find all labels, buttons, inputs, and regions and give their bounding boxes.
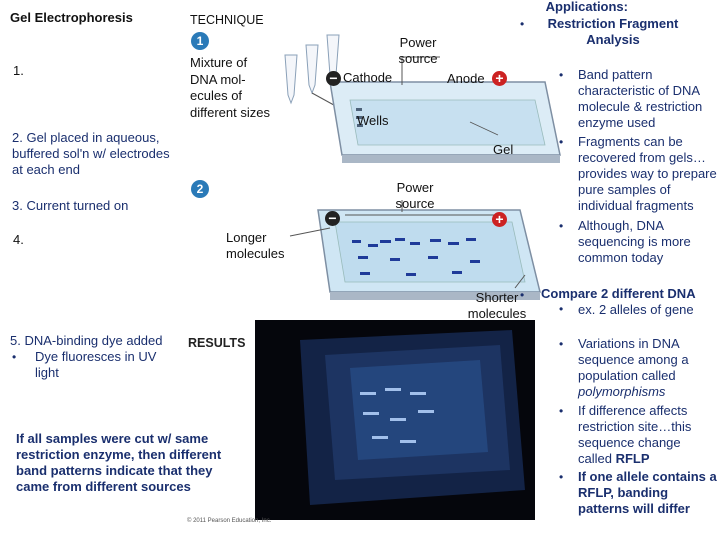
technique-heading: TECHNIQUE	[190, 13, 264, 27]
longer-pointer	[289, 227, 331, 237]
bullet-marker: •	[559, 337, 564, 351]
compare-title: Compare 2 different DNA	[541, 286, 696, 301]
compare-sub: ex. 2 alleles of gene	[578, 302, 694, 317]
rflp-text: If difference affects restriction site…t…	[578, 403, 708, 467]
gel-box-top	[329, 56, 561, 163]
pipette-icon	[284, 34, 340, 105]
polymorphism-text: Variations in DNA sequence among a popul…	[578, 336, 708, 400]
dna-bands	[352, 238, 480, 276]
rflp-prefix: If difference affects restriction site…t…	[578, 403, 692, 466]
results-heading: RESULTS	[188, 336, 246, 350]
gel-label: Gel	[493, 142, 514, 157]
bullet-marker: •	[559, 135, 564, 149]
slide-title: Gel Electrophoresis	[10, 10, 133, 25]
anode-plus-icon: +	[492, 71, 507, 86]
step-2-text: 2. Gel placed in aqueous, buffered sol'n…	[12, 130, 170, 177]
step-2-badge: 2	[191, 180, 209, 198]
copyright-text: © 2011 Pearson Education, Inc.	[187, 518, 272, 524]
shorter-pointer	[514, 274, 526, 289]
longer-molecules-label: Longer molecules	[226, 230, 285, 261]
step-3-text: 3. Current turned on	[12, 198, 129, 213]
cathode-label: Cathode	[343, 70, 393, 85]
bullet-marker: •	[559, 302, 564, 316]
rfa-bullet-1: Band pattern characteristic of DNA molec…	[578, 67, 703, 130]
power-source-label-2: Power source	[395, 180, 435, 211]
bullet-marker: •	[559, 404, 564, 418]
anode-label: Anode	[447, 71, 485, 86]
conclusion-text: If all samples were cut w/ same restrict…	[16, 431, 222, 494]
anode-plus-icon-2: +	[492, 212, 507, 227]
bullet-marker: •	[559, 470, 564, 484]
polymorphism-term: polymorphisms	[578, 384, 666, 399]
step-1-label: 1.	[13, 63, 24, 78]
bullet-marker: •	[520, 17, 525, 31]
step-5-bullet-text: Dye fluoresces in UV light	[35, 349, 157, 380]
polymorphism-prefix: Variations in DNA sequence among a popul…	[578, 336, 689, 383]
bullet-marker: •	[559, 219, 564, 233]
rflp-term: RFLP	[615, 451, 650, 466]
cathode-minus-icon: −	[326, 71, 341, 86]
bullet-marker: •	[559, 68, 564, 82]
shorter-molecules-label: Shorter molecules	[467, 290, 527, 321]
rflp-banding-text: If one allele contains a RFLP, banding p…	[578, 469, 717, 516]
bullet-marker: •	[12, 350, 17, 364]
wells-label: Wells	[357, 113, 389, 128]
rfa-bullet-3: Although, DNA sequencing is more common …	[578, 218, 691, 265]
bullet-marker: •	[520, 288, 525, 302]
step-5-text: 5. DNA-binding dye added	[10, 333, 163, 348]
rfa-bullet-2: Fragments can be recovered from gels…pro…	[578, 134, 717, 213]
power-source-label-1: Power source	[398, 35, 438, 66]
step-1-badge: 1	[191, 32, 209, 50]
mixture-label: Mixture of DNA mol-ecules of different s…	[190, 55, 270, 120]
applications-title: Applications:	[545, 0, 628, 14]
results-gel-photo	[255, 320, 535, 520]
rfa-title: Restriction Fragment Analysis	[547, 16, 679, 47]
cathode-minus-icon-2: −	[325, 211, 340, 226]
step-4-label: 4.	[13, 232, 24, 247]
gel-box-bottom	[317, 200, 541, 300]
